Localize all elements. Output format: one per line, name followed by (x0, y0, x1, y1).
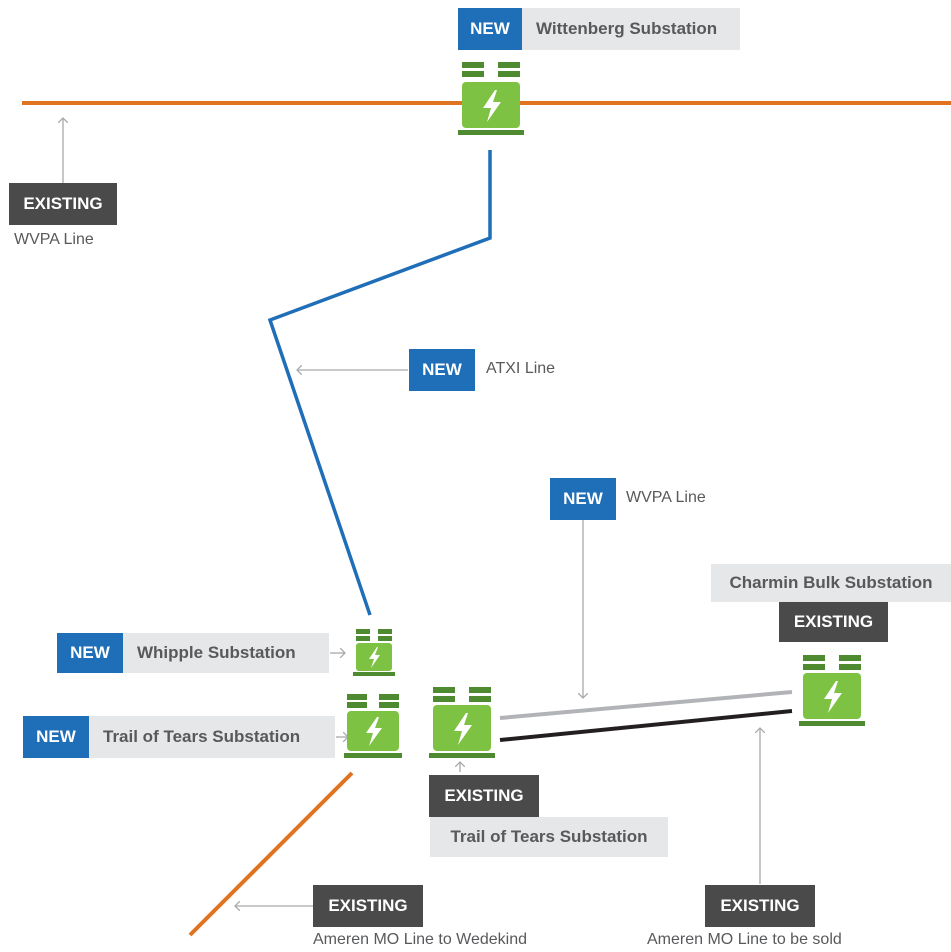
new-tag: NEW (409, 349, 475, 391)
trail-existing-name: Trail of Tears Substation (430, 817, 668, 857)
existing-tag: EXISTING (313, 885, 423, 927)
ameren-wedekind-line (188, 771, 354, 937)
wittenberg-name: Wittenberg Substation (522, 8, 740, 50)
new-wvpa-line (499, 690, 793, 720)
wittenberg-label: NEW Wittenberg Substation (458, 8, 740, 50)
ameren-sold-line (499, 709, 793, 742)
whipple-label: NEW Whipple Substation (57, 633, 329, 673)
atxi-caption: ATXI Line (486, 360, 556, 377)
whipple-name: Whipple Substation (123, 633, 329, 673)
existing-tag: EXISTING (9, 183, 117, 225)
wvpa-new-caption: WVPA Line (626, 489, 706, 506)
substation-icon (429, 687, 495, 758)
substation-icon (353, 629, 395, 676)
new-tag: NEW (23, 716, 89, 758)
trail-new-name: Trail of Tears Substation (89, 716, 335, 758)
existing-tag: EXISTING (779, 602, 888, 642)
charmin-name: Charmin Bulk Substation (711, 564, 951, 602)
existing-tag: EXISTING (429, 775, 539, 817)
ameren-sold-caption: Ameren MO Line to be sold (647, 931, 842, 948)
new-atxi-line (267, 150, 492, 616)
substation-icon (458, 62, 524, 135)
trail-new-label: NEW Trail of Tears Substation (23, 716, 335, 758)
new-tag: NEW (458, 8, 522, 50)
substation-icon (344, 694, 402, 758)
substation-icon (799, 655, 865, 726)
ameren-wedekind-caption: Ameren MO Line to Wedekind (313, 931, 528, 948)
wvpa-caption: WVPA Line (14, 231, 94, 248)
new-tag: NEW (550, 478, 616, 520)
existing-tag: EXISTING (705, 885, 815, 927)
new-tag: NEW (57, 633, 123, 673)
